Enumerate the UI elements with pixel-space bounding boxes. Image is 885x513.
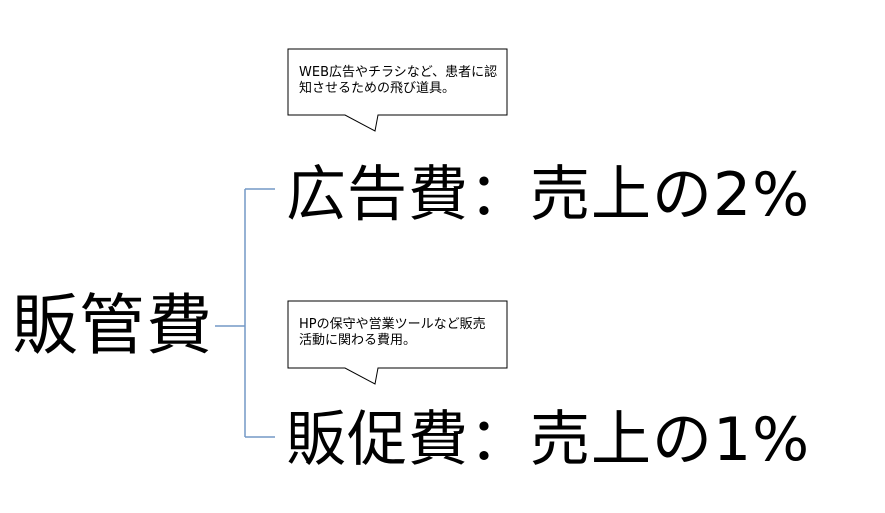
branch-label-advertising: 広告費：売上の2% bbox=[286, 160, 811, 230]
branch-label-promotion: 販促費：売上の1% bbox=[286, 405, 811, 475]
callout-note-promotion: HPの保守や営業ツールなど販売 活動に関わる費用。 bbox=[299, 317, 486, 348]
root-label: 販管費 bbox=[12, 287, 213, 364]
callout-note-advertising: WEB広告やチラシなど、患者に認 知させるための飛び道具。 bbox=[299, 65, 498, 96]
